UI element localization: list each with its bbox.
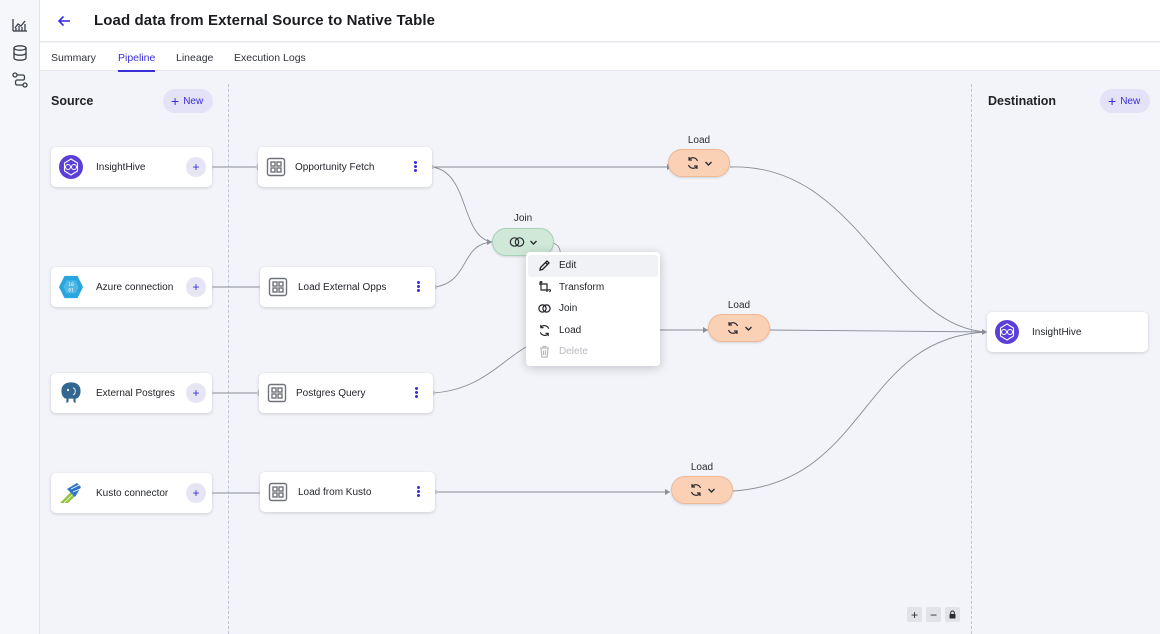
destination-node-insighthive[interactable]: InsightHive: [987, 312, 1148, 352]
load-bottom-label: Load: [690, 462, 714, 473]
new-destination-button[interactable]: + New: [1100, 89, 1151, 113]
postgres-elephant-icon: [58, 380, 84, 406]
query-node-label: Load External Opps: [298, 281, 387, 293]
page-header: Load data from External Source to Native…: [40, 0, 1160, 42]
tab-bar: Summary Pipeline Lineage Execution Logs: [40, 43, 1160, 72]
menu-item-label: Load: [559, 324, 582, 336]
destination-section-title: Destination: [988, 94, 1057, 108]
menu-item-label: Transform: [559, 281, 605, 293]
load-sync-icon: [727, 322, 738, 334]
more-options-icon[interactable]: [415, 280, 421, 294]
chevron-down-icon: [704, 161, 712, 166]
query-node-load-from-kusto[interactable]: Load from Kusto: [260, 472, 435, 512]
join-label: Join: [513, 213, 533, 224]
back-button[interactable]: [52, 9, 76, 33]
new-source-label: New: [183, 95, 204, 107]
menu-item-label: Delete: [559, 346, 588, 358]
insighthive-logo-icon: [994, 319, 1020, 345]
plus-icon: +: [1108, 93, 1117, 109]
source-divider: [228, 84, 229, 634]
source-node-label: Kusto connector: [96, 487, 169, 499]
svg-text:01: 01: [68, 288, 74, 294]
pipeline-route-icon[interactable]: [11, 71, 29, 89]
arrow-left-icon: [57, 15, 70, 27]
query-node-label: Opportunity Fetch: [295, 161, 375, 173]
tab-execution-logs[interactable]: Execution Logs: [234, 52, 306, 64]
plus-icon: +: [171, 93, 180, 109]
query-node-load-external-opps[interactable]: Load External Opps: [260, 267, 435, 307]
source-section-title: Source: [51, 94, 94, 108]
query-node-label: Postgres Query: [296, 387, 366, 399]
left-rail: [0, 0, 40, 634]
tab-summary[interactable]: Summary: [51, 52, 96, 64]
pipeline-canvas[interactable]: Source + New Destination + New: [40, 72, 1160, 634]
load-sync-icon: [539, 324, 550, 336]
source-node-insighthive[interactable]: InsightHive +: [51, 147, 212, 187]
grid-table-icon: [267, 383, 287, 403]
lock-button[interactable]: [945, 607, 960, 622]
tab-lineage[interactable]: Lineage: [176, 52, 214, 64]
source-node-kusto-connector[interactable]: Kusto connector +: [51, 473, 212, 513]
load-sync-icon: [687, 157, 698, 169]
more-options-icon[interactable]: [415, 485, 421, 499]
chevron-down-icon: [744, 326, 752, 331]
more-options-icon[interactable]: [412, 160, 418, 174]
source-node-external-postgres[interactable]: External Postgres +: [51, 373, 212, 413]
menu-item-join[interactable]: Join: [528, 298, 658, 320]
transform-icon: [539, 280, 551, 293]
join-icon: [509, 237, 524, 247]
tab-pipeline[interactable]: Pipeline: [118, 52, 156, 72]
menu-item-edit[interactable]: Edit: [528, 255, 658, 277]
kusto-logo-icon: [58, 480, 84, 506]
lock-icon: [949, 610, 956, 619]
load-top-label: Load: [687, 135, 711, 146]
chevron-down-icon: [707, 488, 715, 493]
destination-divider: [971, 84, 972, 634]
analytics-chart-icon[interactable]: [11, 16, 29, 34]
source-node-label: External Postgres: [96, 387, 175, 399]
query-node-label: Load from Kusto: [298, 486, 372, 498]
node-context-menu: Edit Transform Join Load Delete: [526, 252, 660, 366]
grid-table-icon: [268, 277, 288, 297]
more-options-icon[interactable]: [413, 386, 419, 400]
trash-icon: [540, 346, 549, 358]
join-icon: [538, 304, 551, 313]
query-node-postgres-query[interactable]: Postgres Query: [259, 373, 433, 413]
add-step-button[interactable]: +: [186, 157, 206, 177]
new-source-button[interactable]: + New: [163, 89, 214, 113]
menu-item-label: Edit: [559, 260, 577, 272]
add-step-button[interactable]: +: [186, 383, 206, 403]
new-destination-label: New: [1120, 95, 1141, 107]
load-middle-pill[interactable]: [708, 314, 770, 342]
zoom-out-button[interactable]: −: [926, 607, 941, 622]
load-sync-icon: [690, 484, 701, 496]
insighthive-logo-icon: [58, 154, 84, 180]
grid-table-icon: [266, 157, 286, 177]
menu-item-label: Join: [559, 303, 578, 315]
source-node-label: InsightHive: [96, 161, 146, 173]
load-top-pill[interactable]: [668, 149, 730, 177]
chevron-down-icon: [529, 240, 537, 245]
add-step-button[interactable]: +: [186, 277, 206, 297]
menu-item-transform[interactable]: Transform: [528, 277, 658, 299]
menu-item-load[interactable]: Load: [528, 320, 658, 342]
zoom-in-button[interactable]: +: [907, 607, 922, 622]
load-bottom-pill[interactable]: [671, 476, 733, 504]
add-step-button[interactable]: +: [186, 483, 206, 503]
join-pill[interactable]: [492, 228, 554, 256]
grid-table-icon: [268, 482, 288, 502]
menu-item-delete: Delete: [528, 341, 658, 363]
page-title: Load data from External Source to Native…: [94, 12, 436, 29]
database-icon[interactable]: [11, 44, 29, 62]
query-node-opportunity-fetch[interactable]: Opportunity Fetch: [258, 147, 432, 187]
load-middle-label: Load: [727, 300, 751, 311]
source-node-label: Azure connection: [96, 281, 174, 293]
pencil-icon: [539, 260, 550, 272]
destination-node-label: InsightHive: [1032, 326, 1082, 338]
svg-text:10: 10: [68, 282, 74, 288]
